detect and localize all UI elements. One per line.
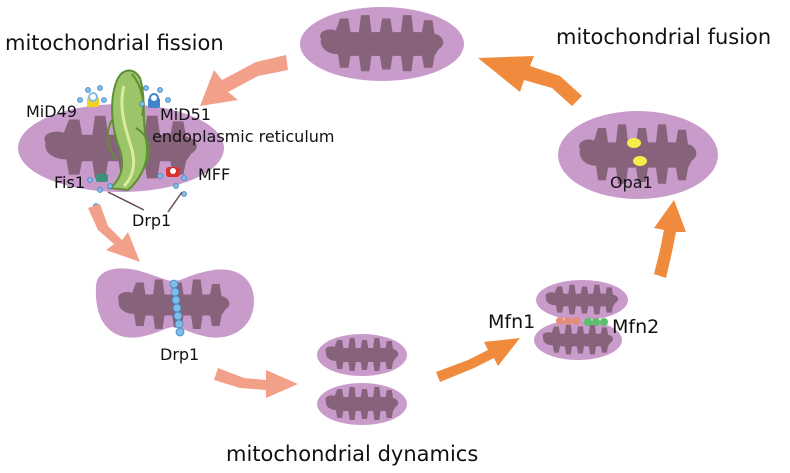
fission-title: mitochondrial fission	[5, 31, 224, 55]
fission-arrow-3	[214, 368, 298, 398]
fusion-arrow-1	[436, 338, 520, 382]
mid51-label: MiD51	[160, 105, 211, 124]
drp1-label-fission: Drp1	[132, 211, 171, 230]
drp1-pointer-left	[107, 191, 145, 211]
endoplasmic-reticulum	[106, 69, 150, 192]
drp1-ring	[169, 279, 185, 337]
mff-protein	[166, 167, 180, 177]
mfn-chain	[556, 317, 608, 326]
mff-label: MFF	[198, 165, 230, 184]
er-label: endoplasmic reticulum	[152, 127, 334, 146]
mid51-protein	[148, 93, 160, 108]
opa1-label: Opa1	[610, 173, 653, 192]
opa1-protein	[627, 138, 647, 166]
mitochondrion-opa1	[558, 111, 718, 199]
mid49-protein	[87, 92, 99, 107]
fission-arrow-1	[200, 55, 288, 106]
fis1-label: Fis1	[54, 173, 85, 192]
drp1-pointer-right	[167, 191, 183, 213]
dynamics-title: mitochondrial dynamics	[226, 442, 478, 466]
fusion-title: mitochondrial fusion	[556, 25, 771, 49]
mfn1-label: Mfn1	[488, 311, 535, 333]
mfn2-label: Mfn2	[612, 316, 659, 338]
fission-arrow-2	[88, 204, 140, 262]
mitochondrion-top	[300, 7, 464, 81]
fusion-arrow-2	[654, 200, 686, 278]
mitochondrion-tether-top	[536, 280, 628, 320]
fis1-protein	[96, 174, 108, 182]
mitochondrion-daughter-2	[317, 383, 407, 425]
mitochondrion-daughter-1	[317, 334, 407, 376]
drp1-dots-fission	[77, 85, 187, 209]
drp1-label-constriction: Drp1	[160, 345, 199, 364]
fusion-arrow-3	[478, 56, 582, 106]
mitochondrion-tether-bottom	[534, 320, 622, 360]
mid49-label: MiD49	[26, 102, 77, 121]
